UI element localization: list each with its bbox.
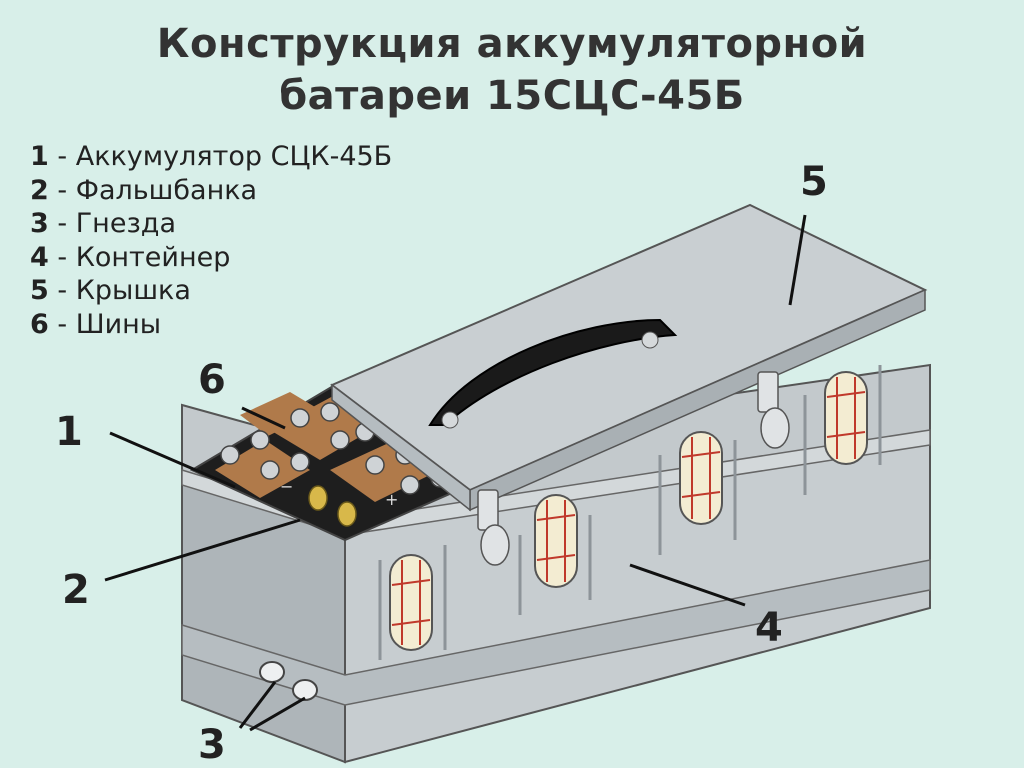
plus-sign: + (385, 490, 398, 509)
sockets (259, 661, 318, 701)
legend-item-5: 5 - Крышка (30, 275, 191, 306)
legend-item-4: 4 - Контейнер (30, 241, 231, 273)
legend-number: 5 (30, 275, 49, 306)
legend-number: 1 (30, 141, 49, 172)
callout-4: 4 (755, 605, 783, 651)
window-grid (391, 377, 866, 645)
legend-number: 6 (30, 308, 49, 340)
legend-item-1: 1 - Аккумулятор СЦК-45Б (30, 141, 393, 172)
lid-end (331, 383, 471, 512)
brass-sockets (308, 485, 357, 527)
latch-left (477, 489, 510, 566)
legend: 1 - Аккумулятор СЦК-45Б 2 - Фальшбанка 3… (30, 140, 392, 341)
legend-number: 3 (30, 208, 49, 239)
legend-label: Контейнер (75, 241, 231, 273)
container-rim (181, 559, 931, 706)
legend-item-2: 2 - Фальшбанка (30, 174, 258, 206)
legend-item-6: 6 - Шины (30, 308, 162, 340)
callout-6: 6 (198, 357, 226, 403)
handle-mount (441, 411, 459, 429)
handle-mount (641, 331, 659, 349)
legend-item-3: 3 - Гнезда (30, 208, 177, 239)
legend-label: Крышка (75, 275, 191, 306)
callout-2: 2 (62, 567, 90, 613)
legend-number: 4 (30, 241, 49, 273)
leader-lines (104, 214, 807, 732)
bus-bar (240, 392, 320, 436)
container-ribs (378, 365, 882, 660)
callout-1: 1 (55, 409, 83, 455)
callout-3: 3 (198, 722, 226, 768)
legend-label: Фальшбанка (75, 174, 258, 206)
legend-label: Гнезда (75, 208, 177, 239)
title-line-1: Конструкция аккумуляторной (156, 21, 868, 67)
legend-number: 2 (30, 174, 49, 206)
diagram-title: Конструкция аккумуляторной батареи 15СЦС… (0, 18, 1024, 122)
callout-5: 5 (800, 159, 828, 205)
title-line-2: батареи 15СЦС-45Б (279, 73, 745, 119)
minus-sign: − (280, 477, 293, 496)
legend-label: Шины (75, 308, 162, 340)
latch-right (757, 371, 790, 449)
inspection-windows (389, 371, 868, 651)
legend-label: Аккумулятор СЦК-45Б (75, 141, 393, 172)
